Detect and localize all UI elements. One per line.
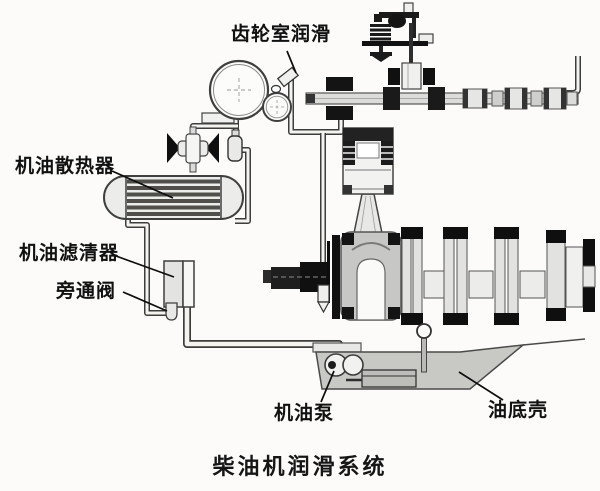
camshaft bbox=[305, 77, 579, 120]
gear-train bbox=[201, 59, 292, 124]
label-oil-cooler: 机油散热器 bbox=[15, 155, 116, 177]
label-oil-pan: 油底壳 bbox=[488, 399, 549, 421]
figure-title: 柴油机润滑系统 bbox=[212, 455, 388, 480]
oil-filter-body bbox=[163, 260, 195, 308]
oil-cooler-body bbox=[103, 175, 244, 220]
fan bbox=[167, 126, 219, 173]
crankshaft bbox=[263, 227, 596, 325]
label-gear-chamber-lubrication: 齿轮室润滑 bbox=[231, 23, 332, 45]
bypass-valve-body bbox=[165, 302, 178, 321]
pressure-valve bbox=[227, 129, 243, 162]
valve-rocker-assembly bbox=[362, 2, 435, 90]
oil-pump-body bbox=[324, 353, 364, 377]
dipstick bbox=[416, 323, 432, 373]
label-bypass-valve: 旁通阀 bbox=[56, 280, 117, 302]
label-oil-filter: 机油滤清器 bbox=[19, 242, 120, 264]
leader-lines bbox=[111, 50, 504, 403]
piston-assembly bbox=[342, 127, 394, 239]
gear-oil-nozzle-icon bbox=[270, 66, 300, 94]
label-oil-pump: 机油泵 bbox=[274, 402, 335, 424]
oil-strainer bbox=[361, 369, 417, 388]
